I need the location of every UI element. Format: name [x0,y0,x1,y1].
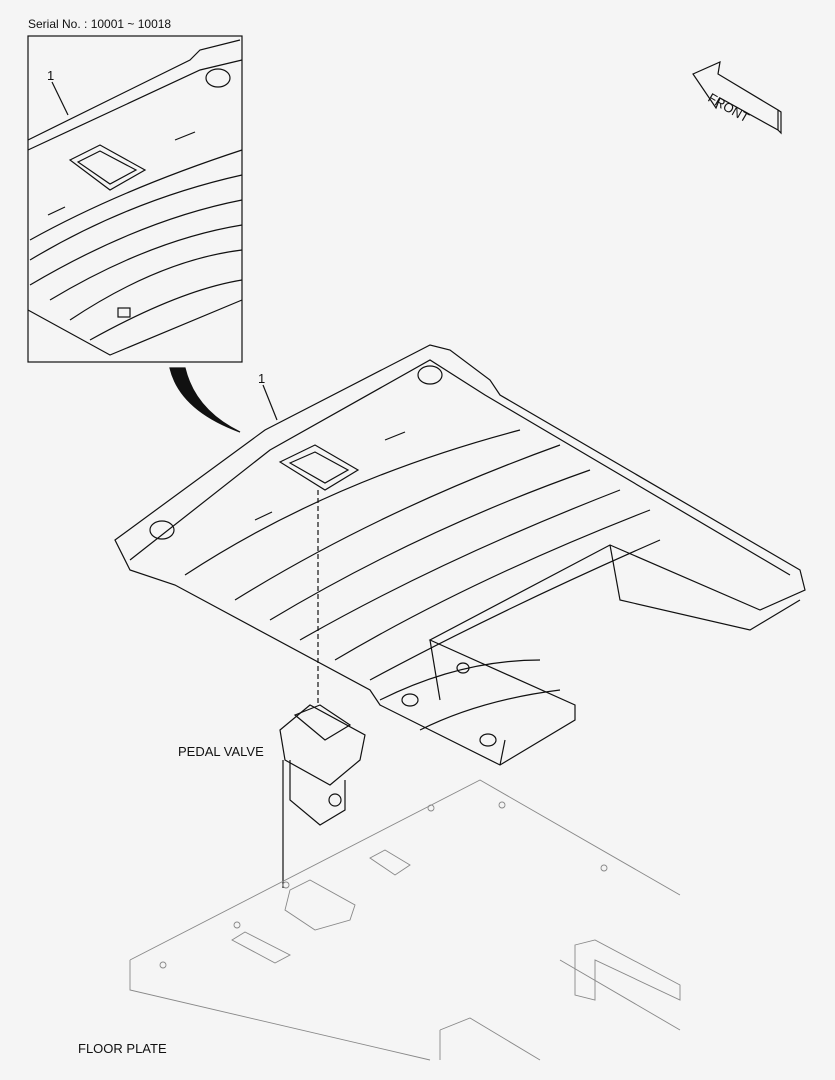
main-callout-1: 1 [258,371,266,386]
floor-plate-drawing [129,779,681,1061]
detail-connector [169,367,241,433]
inset-callout-1: 1 [47,68,55,83]
main-floor-mat [114,344,806,766]
serial-number: Serial No. : 10001 ~ 10018 [28,17,172,31]
inset-floor-mat [27,39,243,356]
pedal-valve-label: PEDAL VALVE [178,744,264,759]
main-leader-line [262,384,278,421]
floor-plate-label: FLOOR PLATE [78,1041,167,1056]
pedal-valve-drawing [279,704,366,826]
front-arrow-icon [692,60,782,135]
detail-inset-frame [27,35,243,363]
inset-leader-line [51,81,69,116]
